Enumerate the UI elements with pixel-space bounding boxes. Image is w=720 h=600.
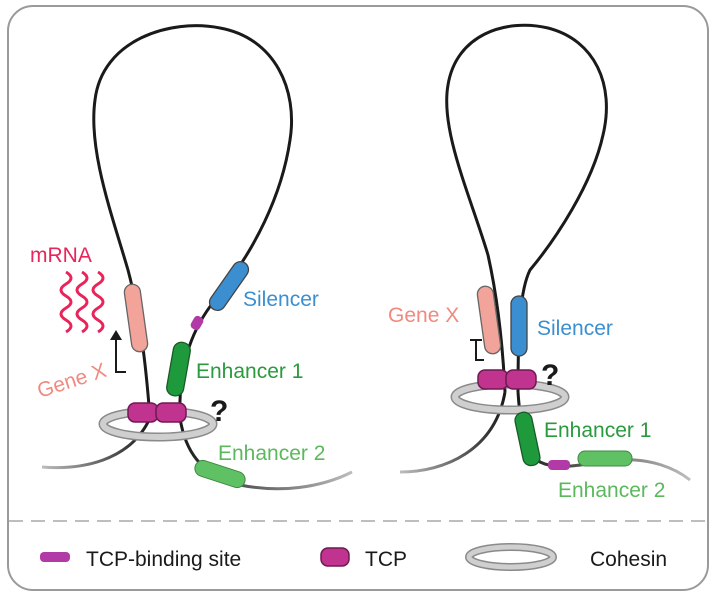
right-question-mark: ? (541, 359, 559, 392)
right-enhancer-2-element (577, 450, 633, 467)
legend-cohesin-label: Cohesin (590, 548, 667, 571)
right-gene-x-element (476, 285, 502, 355)
right-enhancer-2-label: Enhancer 2 (558, 479, 665, 502)
legend: TCP-binding site TCP Cohesin (40, 543, 667, 571)
left-tcp-2 (155, 402, 187, 423)
left-gene-x-element (123, 283, 149, 353)
legend-tcp-label: TCP (365, 548, 407, 571)
left-mrna-waves (59, 270, 105, 334)
right-silencer-element (510, 295, 528, 357)
left-mrna-label: mRNA (30, 244, 92, 267)
left-enhancer-1-label: Enhancer 1 (196, 360, 303, 383)
left-tcp-1 (127, 402, 159, 423)
tcp-binding-site-icon (40, 552, 70, 562)
legend-tcp-binding-site-label: TCP-binding site (86, 548, 241, 571)
left-transcription-arrow (115, 336, 126, 373)
right-enhancer-1-label: Enhancer 1 (544, 419, 651, 442)
right-chromatin-tail-left (399, 391, 507, 474)
right-gene-x-label: Gene X (388, 304, 459, 327)
tcp-icon (320, 547, 350, 567)
left-gene-x-label: Gene X (34, 359, 109, 403)
right-panel: Gene X Silencer Enhancer 1 Enhancer 2 ? (388, 23, 691, 502)
right-repressed-promoter (475, 340, 484, 361)
right-tcp-2 (505, 369, 537, 390)
right-chromatin-loop (445, 23, 608, 393)
left-tcp-binding-site (190, 315, 204, 331)
left-panel: mRNA Gene X Silencer Enhancer 1 Enhancer… (30, 24, 353, 491)
right-tcp-binding-site (548, 460, 570, 470)
left-question-mark: ? (210, 395, 228, 428)
left-silencer-label: Silencer (243, 288, 319, 311)
right-silencer-label: Silencer (537, 317, 613, 340)
right-enhancer-1-element (514, 411, 541, 467)
left-enhancer-1-element (166, 341, 191, 397)
left-chromatin-tail-left (41, 417, 152, 470)
left-enhancer-2-label: Enhancer 2 (218, 442, 325, 465)
right-tcp-1 (477, 369, 509, 390)
left-enhancer-2-element (194, 459, 246, 489)
figure-border (7, 5, 709, 591)
left-silencer-element (208, 260, 250, 312)
